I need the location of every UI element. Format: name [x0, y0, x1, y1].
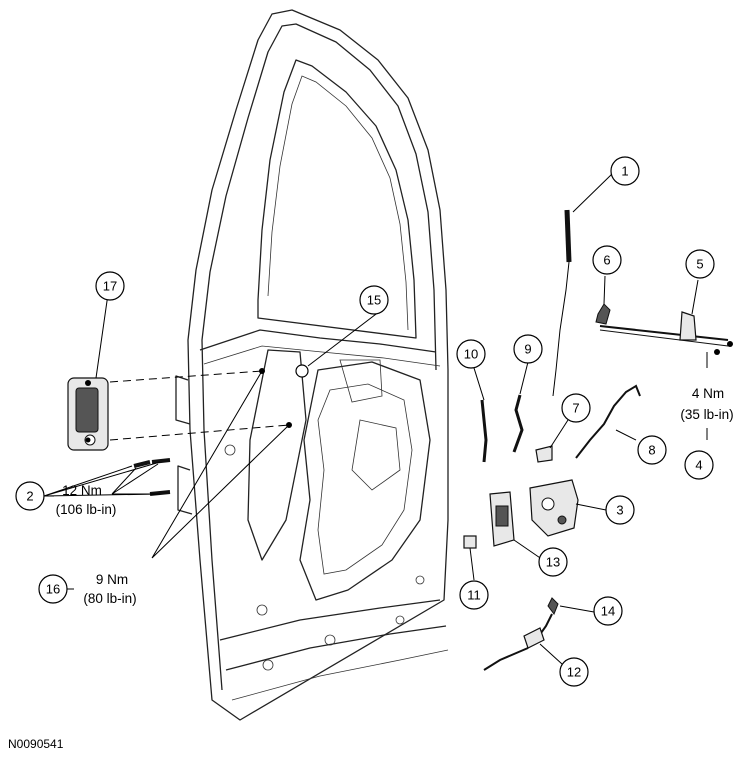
callout-12: 12 [559, 657, 589, 687]
callout-7-label: 7 [572, 401, 579, 416]
part-7-clip [535, 445, 553, 463]
callout-7: 7 [561, 393, 591, 423]
part-11-connector [463, 535, 477, 549]
figure-id: N0090541 [8, 737, 64, 751]
callout-17-label: 17 [103, 279, 117, 294]
part-8-cable [575, 384, 641, 459]
callout-4: 4 [684, 450, 714, 480]
callout-16: 16 [38, 574, 68, 604]
callout-6-label: 6 [603, 253, 610, 268]
dash-line-lower [109, 424, 290, 441]
leader-lines [43, 173, 708, 665]
callout-11: 11 [459, 580, 489, 610]
torque-16-lbin: (80 lb-in) [83, 591, 136, 606]
torque-2-lbin: (106 lb-in) [56, 502, 117, 517]
door-shell [175, 9, 449, 721]
torque-16-nm: 9 Nm [96, 572, 128, 587]
callout-17: 17 [95, 271, 125, 301]
callout-16-label: 16 [46, 582, 60, 597]
part-17-handle-bracket [67, 377, 109, 451]
callout-15: 15 [359, 285, 389, 315]
callout-13: 13 [538, 547, 568, 577]
dash-line-upper [109, 370, 263, 383]
torque-4-lbin: (35 lb-in) [680, 407, 733, 422]
callout-5: 5 [685, 249, 715, 279]
callout-3-label: 3 [616, 503, 623, 518]
callout-10-label: 10 [464, 347, 478, 362]
part-3-door-latch [529, 479, 579, 537]
callout-8-label: 8 [648, 443, 655, 458]
grommet-15 [295, 364, 309, 378]
callout-1: 1 [610, 156, 640, 186]
callout-1-label: 1 [621, 164, 628, 179]
callout-9-label: 9 [524, 342, 531, 357]
callout-13-label: 13 [546, 555, 560, 570]
callout-3: 3 [605, 495, 635, 525]
part-2-screws [133, 458, 171, 496]
part-9-rod [512, 394, 524, 453]
part-10-rod [480, 399, 488, 463]
callout-10: 10 [456, 339, 486, 369]
callout-14: 14 [593, 596, 623, 626]
callout-2-label: 2 [26, 489, 33, 504]
part-13-lock-actuator [489, 491, 515, 547]
callout-5-label: 5 [696, 257, 703, 272]
callout-4-label: 4 [695, 458, 702, 473]
callout-11-label: 11 [467, 588, 481, 603]
part-6-5-rod-assembly [595, 303, 733, 355]
callout-8: 8 [637, 435, 667, 465]
callout-14-label: 14 [601, 604, 615, 619]
part-1-lock-rod [552, 209, 572, 397]
callout-6: 6 [592, 245, 622, 275]
part-14-12-cable [483, 597, 559, 671]
torque-4-nm: 4 Nm [692, 386, 724, 401]
torque-2-nm: 12 Nm [62, 483, 102, 498]
callout-15-label: 15 [367, 293, 381, 308]
callout-9: 9 [513, 334, 543, 364]
callout-12-label: 12 [567, 665, 581, 680]
callout-2: 2 [15, 481, 45, 511]
